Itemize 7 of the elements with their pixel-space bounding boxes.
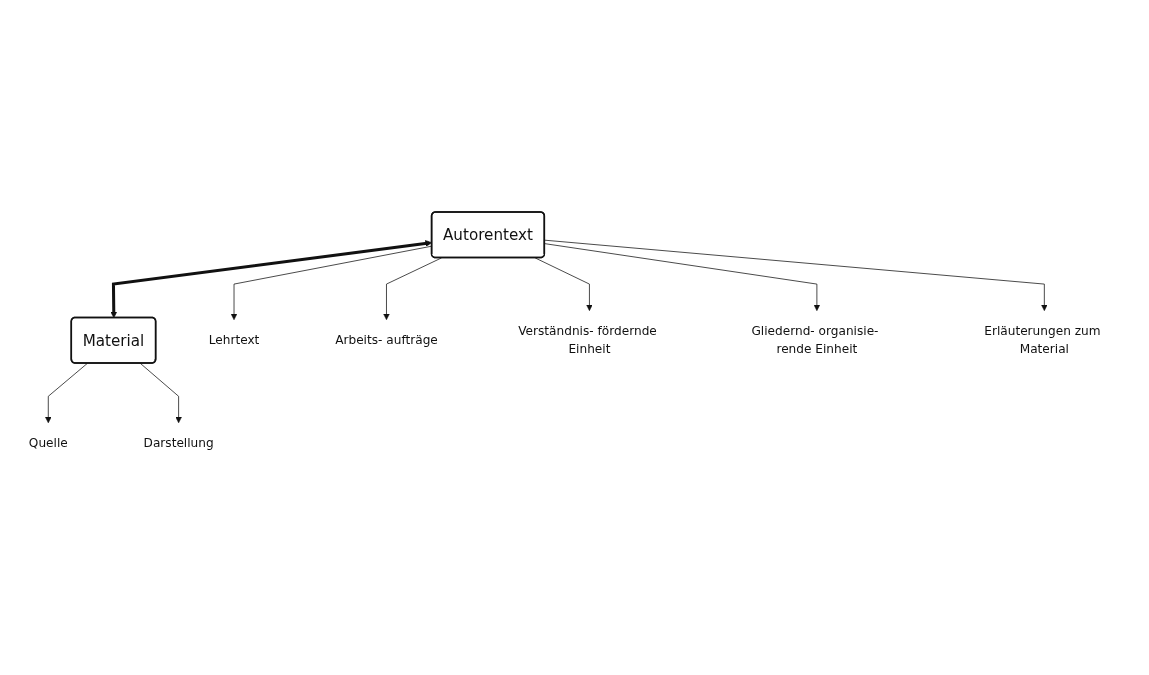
node-text: Quelle xyxy=(28,435,68,450)
node-text: Arbeits- aufträge xyxy=(335,332,438,347)
node-text: Darstellung xyxy=(143,435,214,450)
node-text: Verständnis- fördernde Einheit xyxy=(518,323,657,356)
node-text: Lehrtext xyxy=(208,332,260,347)
node-text: Erläuterungen zum Material xyxy=(984,323,1101,356)
node-text: Gliedernd- organisie- rende Einheit xyxy=(751,323,879,356)
